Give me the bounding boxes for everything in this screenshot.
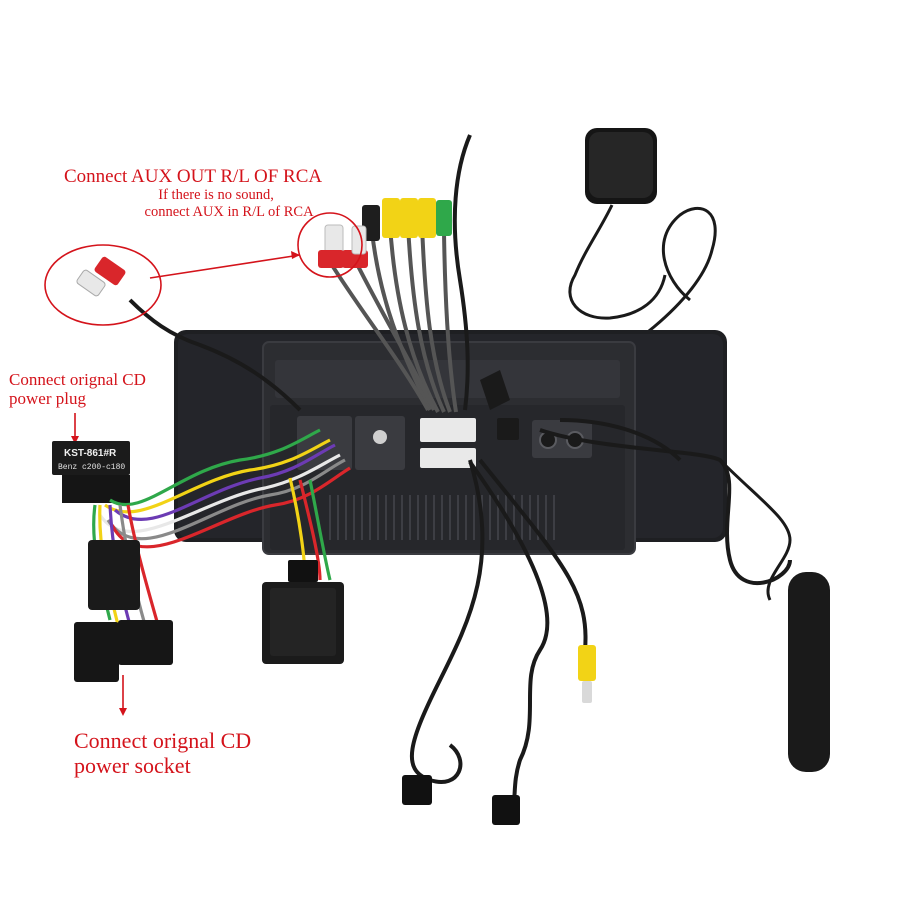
adapter-vehicle-label: Benz c200-c180	[58, 463, 125, 472]
power-adapter-box: KST-861#R Benz c200-c180	[52, 441, 130, 503]
cd-power-socket-connector	[74, 620, 173, 682]
right-rca-circle	[297, 212, 363, 278]
cd-plug-annotation-line2: power plug	[9, 389, 86, 409]
usb-plug-icon	[402, 775, 520, 825]
cd-plug-annotation-line1: Connect orignal CD	[9, 370, 146, 389]
aux-annotation: Connect AUX OUT R/L OF RCA If there is n…	[64, 166, 322, 220]
radio-antenna-icon	[718, 458, 830, 772]
cd-socket-annotation-line2: power socket	[74, 752, 191, 778]
aux-annotation-line2: If there is no sound,	[158, 187, 274, 204]
cd-socket-annotation-line1: Connect orignal CD	[74, 728, 252, 753]
annotation-marks	[44, 212, 363, 716]
usb-cables	[409, 418, 792, 822]
aux-annotation-line3: connect AUX in R/L of RCA	[144, 203, 314, 220]
aux-rca-pair	[76, 256, 302, 412]
adapter-model-label: KST-861#R	[64, 448, 117, 459]
wiring-harness	[92, 428, 351, 626]
aux-annotation-line1: Connect AUX OUT R/L OF RCA	[64, 166, 323, 187]
cd-socket-annotation: Connect orignal CD power socket	[74, 728, 252, 778]
cd-plug-annotation: Connect orignal CD power plug	[9, 370, 146, 408]
interface-module	[262, 560, 344, 664]
cable-sleeve	[88, 540, 140, 610]
aux-arrow	[149, 254, 301, 279]
left-rca-circle	[44, 244, 162, 326]
av-yellow-plug	[578, 645, 596, 703]
